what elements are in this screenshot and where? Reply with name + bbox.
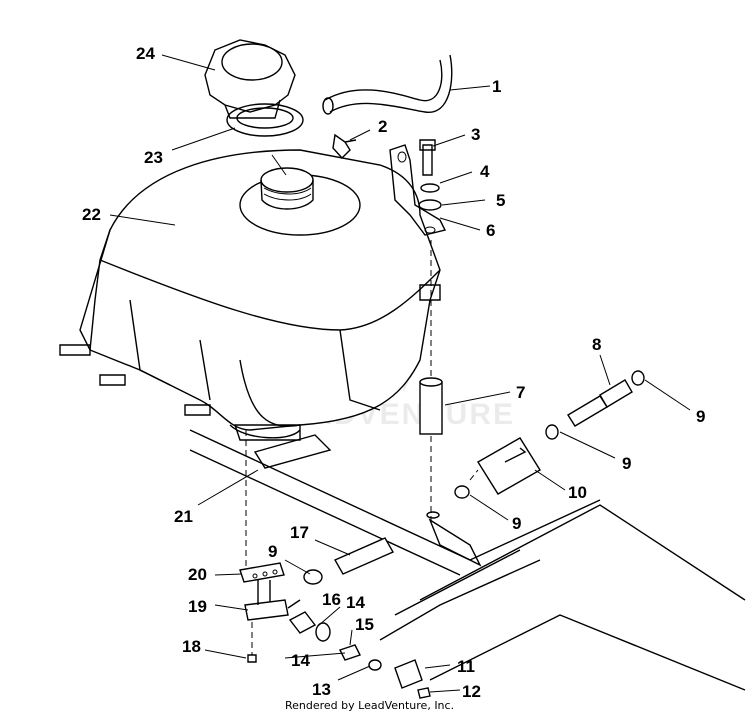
vent-hose [322,54,453,115]
label-part-9-filter-clamp: 9 [622,454,631,473]
vent-fitting [332,133,357,160]
label-part-22: 22 [82,205,101,224]
label-part-16: 16 [322,590,341,609]
label-part-6: 6 [486,221,495,240]
leader-lines [109,54,691,693]
label-part-15: 15 [355,615,374,634]
fuel-line [454,370,645,499]
label-part-21: 21 [174,507,193,526]
label-part-1: 1 [492,77,501,96]
mount-bracket [389,139,447,236]
render-credit: Rendered by LeadVenture, Inc. [285,699,454,712]
label-part-19: 19 [188,597,207,616]
label-part-17: 17 [290,523,309,542]
cap-gasket [226,103,304,137]
petcock-assembly [239,430,431,699]
label-part-10: 10 [568,483,587,502]
part-labels: 1 2 3 4 5 6 7 8 9 9 9 9 10 11 12 13 14 1… [82,44,705,701]
label-part-9-outlet-clamp: 9 [696,407,705,426]
fuel-hose [303,537,394,585]
label-part-23: 23 [144,148,163,167]
label-part-4: 4 [480,162,490,181]
label-part-24: 24 [136,44,155,63]
label-part-8: 8 [592,335,601,354]
label-part-14-upper: 14 [346,593,365,612]
spacer-tube [419,240,443,520]
label-part-2: 2 [378,117,387,136]
label-part-14-lower: 14 [291,651,310,670]
fuel-cap [204,39,296,119]
label-part-9-petcock-clamp: 9 [268,542,277,561]
label-part-9-inlet-clamp: 9 [512,514,521,533]
label-part-20: 20 [188,565,207,584]
label-part-13: 13 [312,680,331,699]
label-part-7: 7 [516,383,525,402]
label-part-3: 3 [471,125,480,144]
decal [253,434,332,469]
label-part-5: 5 [496,191,505,210]
fuel-tank [59,149,441,441]
label-part-11: 11 [457,657,475,676]
label-part-18: 18 [182,637,201,656]
frame-rail [189,429,746,691]
label-part-12: 12 [462,682,481,701]
